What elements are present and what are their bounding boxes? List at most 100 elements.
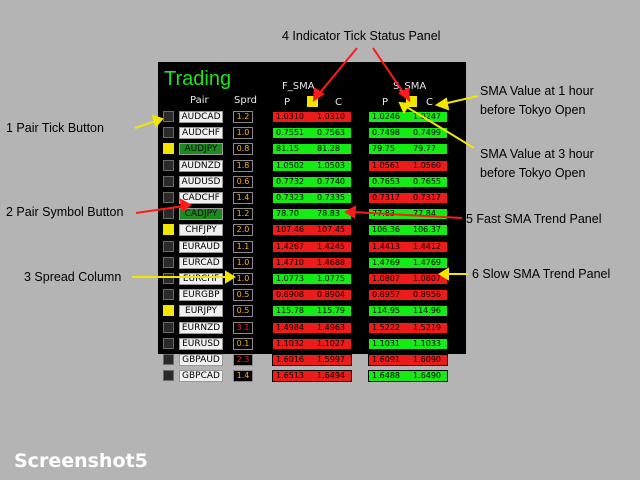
pair-symbol-button[interactable]: CHFJPY [179,224,223,236]
pair-tick-button[interactable] [163,127,174,138]
fast-sma-c-value: 81.28 [317,144,340,153]
pair-tick-button[interactable] [163,289,174,300]
fast-sma-header: F_SMA [282,81,315,92]
fast-sma-c-value: 1.0503 [317,161,345,170]
fast-sma-c-value: 0.7335 [317,193,345,202]
fast-tick-indicator-icon [307,96,318,107]
pair-symbol-button[interactable]: EURAUD [179,241,223,253]
slow-sma-p-value: 1.4413 [372,242,400,251]
fast-sma-c-value: 115.79 [317,306,345,315]
spread-cell: 2.0 [233,224,253,236]
pair-tick-button[interactable] [163,143,174,154]
slow-sma-c-value: 0.7655 [413,177,441,186]
pair-symbol-button[interactable]: GBPCAD [179,370,223,382]
spread-cell: 1.4 [233,192,253,204]
pair-symbol-button[interactable]: EURGBP [179,289,223,301]
fast-sma-p-value: 81.15 [276,144,299,153]
slow-sma-c-value: 1.4769 [413,258,441,267]
fast-sma-c-value: 0.7563 [317,128,345,137]
slow-sma-p-value: 0.7653 [372,177,400,186]
spread-cell: 1.2 [233,111,253,123]
annotation-sma-1h-line2: before Tokyo Open [480,103,586,117]
slow-sma-p-value: 1.5222 [372,323,400,332]
slow-sma-p-value: 1.6488 [372,371,400,380]
pair-tick-button[interactable] [163,338,174,349]
pair-symbol-button[interactable]: AUDJPY [179,143,223,155]
slow-sma-p-value: 1.0807 [372,274,400,283]
fast-sma-cell: 81.15 81.28 [272,143,352,155]
slow-p-label: P [382,97,389,108]
fast-sma-cell: 1.6016 1.5997 [272,354,352,366]
pair-tick-button[interactable] [163,241,174,252]
pair-tick-button[interactable] [163,224,174,235]
annotation-pair-symbol: 2 Pair Symbol Button [6,205,124,219]
pair-tick-button[interactable] [163,305,174,316]
pair-tick-button[interactable] [163,273,174,284]
pair-tick-button[interactable] [163,192,174,203]
spread-cell: 1.0 [233,127,253,139]
fast-sma-c-value: 78.83 [317,209,340,218]
spread-cell: 1.4 [233,370,253,382]
fast-sma-p-value: 0.7323 [276,193,304,202]
slow-tick-indicator-icon [406,96,417,107]
slow-sma-p-value: 1.1031 [372,339,400,348]
slow-sma-c-value: 0.7499 [413,128,441,137]
spread-cell: 1.8 [233,160,253,172]
slow-sma-p-value: 79.75 [372,144,395,153]
spread-cell: 0.1 [233,338,253,350]
slow-sma-p-value: 1.6091 [372,355,400,364]
pair-symbol-button[interactable]: AUDUSD [179,176,223,188]
arrow-icon [151,114,164,129]
pair-tick-button[interactable] [163,111,174,122]
pair-symbol-button[interactable]: EURJPY [179,305,223,317]
spread-cell: 0.6 [233,176,253,188]
spread-cell: 1.1 [233,241,253,253]
pair-tick-button[interactable] [163,257,174,268]
annotation-sma-3h-line1: SMA Value at 3 hour [480,147,594,161]
fast-sma-c-value: 1.5997 [317,355,345,364]
spread-cell: 2.3 [233,354,253,366]
pair-symbol-button[interactable]: CADCHF [179,192,223,204]
slow-sma-cell: 1.5222 1.5219 [368,322,448,334]
arrow-icon [312,87,325,102]
pair-symbol-button[interactable]: AUDCHF [179,127,223,139]
pair-tick-button[interactable] [163,160,174,171]
pair-tick-button[interactable] [163,370,174,381]
fast-sma-cell: 1.0502 1.0503 [272,160,352,172]
pair-symbol-button[interactable]: EURNZD [179,322,223,334]
pair-symbol-button[interactable]: GBPAUD [179,354,223,366]
annotation-sma-1h-line1: SMA Value at 1 hour [480,84,594,98]
arrow-icon [434,97,450,111]
arrow-icon [351,211,463,219]
fast-sma-p-value: 0.7732 [276,177,304,186]
fast-sma-p-value: 0.7551 [276,128,304,137]
slow-sma-p-value: 0.7498 [372,128,400,137]
slow-sma-header: S_SMA [393,81,427,92]
fast-sma-c-value: 1.4245 [317,242,345,251]
pair-tick-button[interactable] [163,176,174,187]
trading-panel: Trading Pair Sprd F_SMA S_SMA P C P C AU… [158,62,466,382]
fast-sma-p-value: 1.6016 [276,355,304,364]
pair-tick-button[interactable] [163,354,174,365]
spread-cell: 3.1 [233,322,253,334]
pair-header: Pair [190,95,209,106]
fast-sma-p-value: 1.0773 [276,274,304,283]
fast-sma-p-value: 1.0502 [276,161,304,170]
pair-symbol-button[interactable]: AUDNZD [179,160,223,172]
pair-symbol-button[interactable]: EURUSD [179,338,223,350]
arrow-icon [398,87,411,103]
slow-sma-c-value: 1.5219 [413,323,441,332]
pair-symbol-button[interactable]: CADJPY [179,208,223,220]
pair-tick-button[interactable] [163,322,174,333]
pair-symbol-button[interactable]: EURCAD [179,257,223,269]
pair-symbol-button[interactable]: AUDCAD [179,111,223,123]
